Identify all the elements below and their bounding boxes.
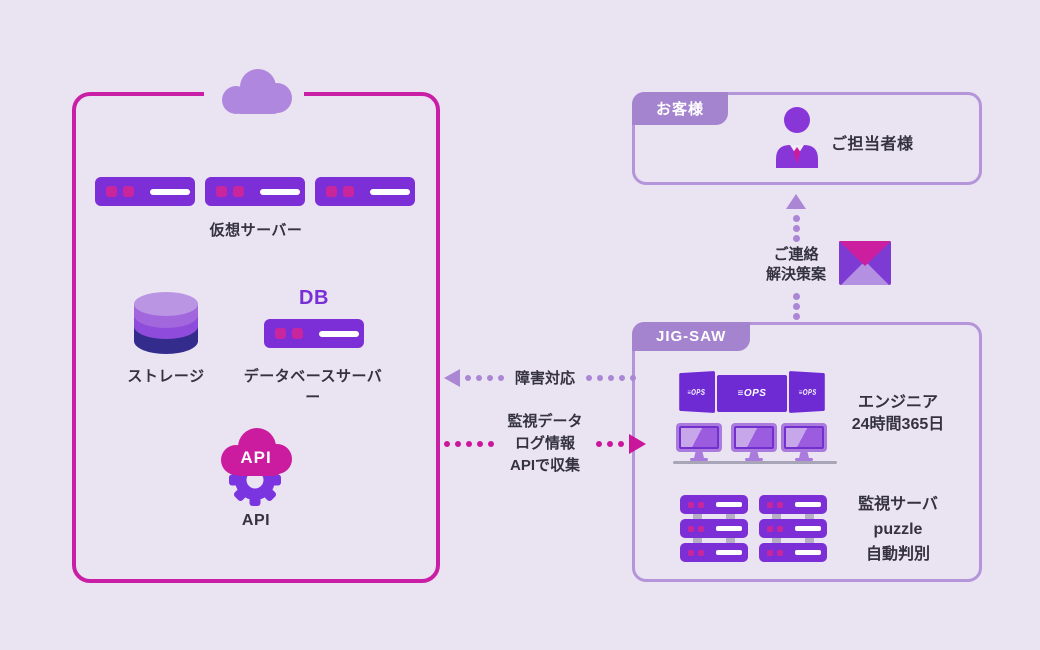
incident-response-arrow: 障害対応	[444, 367, 637, 388]
database-server-label: データベースサーバー	[243, 368, 383, 406]
ops-logo: ≡OPS	[687, 387, 706, 397]
data-collection-label: 監視データ ログ情報 APIで収集	[499, 411, 591, 477]
contact-person-label: ご担当者様	[831, 136, 914, 153]
contact-arrow-dots-top	[793, 215, 800, 242]
api-gear-cloud-icon	[221, 428, 292, 506]
server-led	[216, 186, 227, 197]
contact-arrow-dots-bottom	[793, 293, 800, 320]
virtual-server-icon	[205, 177, 305, 206]
customer-box: お客様	[632, 92, 982, 185]
storage-label: ストレージ	[127, 368, 205, 385]
collect-line3: APIで収集	[509, 457, 580, 474]
storage-icon	[134, 292, 198, 354]
engineer-line2: 24時間365日	[851, 416, 945, 433]
db-badge: DB	[299, 287, 329, 309]
cloud-infrastructure-box	[72, 92, 440, 583]
contact-arrow-label: ご連絡 解決策案	[736, 245, 856, 285]
wall-panel-center: ≡OPS	[717, 375, 787, 412]
data-collection-arrow: 監視データ ログ情報 APIで収集	[444, 411, 646, 477]
envelope-icon	[839, 241, 891, 285]
rack-server-icon	[680, 495, 748, 562]
monitor-wall-icon: ≡OPS ≡OPS ≡OPS	[667, 366, 839, 418]
arrow-right-head	[629, 434, 646, 454]
database-server-icon	[264, 319, 364, 348]
api-icon-text: API	[240, 448, 272, 467]
monitoring-line3: 自動判別	[865, 546, 930, 563]
api-cloud-shape	[221, 428, 292, 476]
server-led	[275, 328, 286, 339]
desk-line	[673, 461, 837, 464]
arrow-left-head	[444, 368, 460, 387]
server-led	[233, 186, 244, 197]
server-led	[343, 186, 354, 197]
collect-line2: ログ情報	[514, 435, 575, 452]
collect-line1: 監視データ	[507, 413, 583, 430]
server-slot	[150, 188, 190, 195]
cloud-icon	[222, 69, 292, 114]
virtual-server-icon	[95, 177, 195, 206]
incident-response-label: 障害対応	[515, 370, 576, 387]
desktop-monitor-icon	[676, 423, 722, 461]
virtual-server-label: 仮想サーバー	[209, 222, 303, 239]
engineer-label: エンジニア 24時間365日	[838, 392, 958, 436]
server-led	[106, 186, 117, 197]
server-led	[292, 328, 303, 339]
server-led	[123, 186, 134, 197]
engineer-desks	[674, 423, 838, 465]
desktop-monitor-icon	[731, 423, 777, 461]
ops-logo: ≡OPS	[798, 387, 817, 397]
jigsaw-tab: JIG-SAW	[632, 322, 751, 351]
contact-line1: ご連絡	[773, 246, 819, 263]
rack-server-icon	[759, 495, 827, 562]
desktop-monitor-icon	[781, 423, 827, 461]
server-slot	[260, 188, 300, 195]
wall-panel-right: ≡OPS	[789, 371, 825, 413]
monitoring-line2: puzzle	[873, 521, 923, 538]
customer-tab: お客様	[632, 92, 729, 125]
api-label: API	[241, 512, 271, 529]
server-led	[326, 186, 337, 197]
arrow-up-head	[786, 194, 806, 209]
server-slot	[319, 330, 359, 337]
ops-logo: ≡OPS	[737, 388, 767, 399]
virtual-server-icon	[315, 177, 415, 206]
server-slot	[370, 188, 410, 195]
wall-panel-left: ≡OPS	[679, 371, 715, 413]
person-icon	[776, 107, 818, 168]
api-icon: API	[214, 424, 298, 508]
monitoring-server-label: 監視サーバ puzzle 自動判別	[838, 492, 958, 567]
engineer-line1: エンジニア	[857, 394, 938, 411]
monitoring-line1: 監視サーバ	[858, 496, 938, 513]
contact-line2: 解決策案	[765, 266, 826, 283]
